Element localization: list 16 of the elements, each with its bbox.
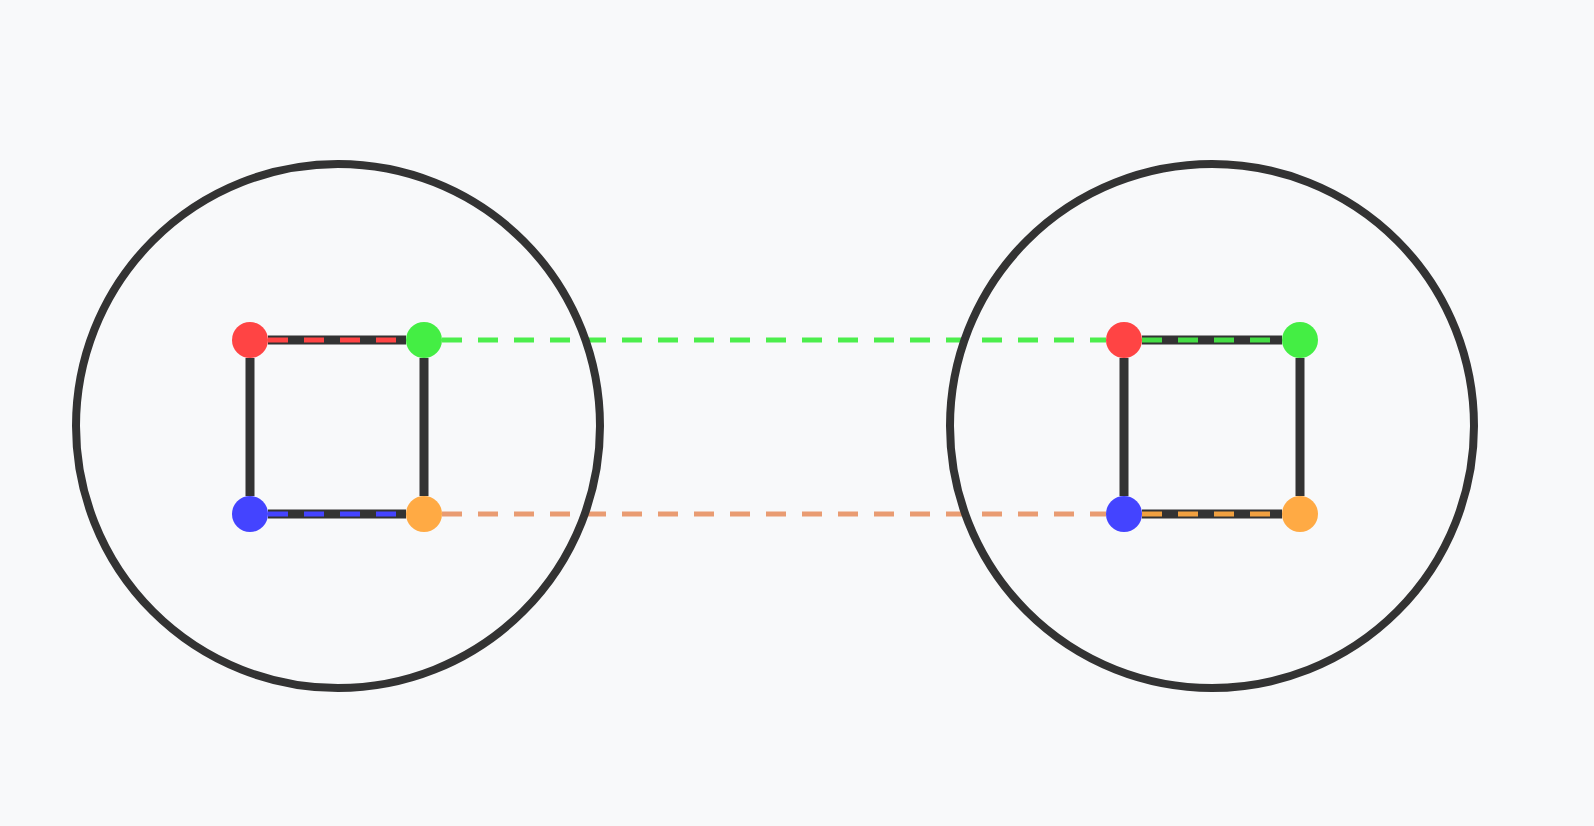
vertex-dot — [406, 322, 442, 358]
square-side — [419, 358, 429, 496]
square-side — [1295, 358, 1305, 496]
square-side — [1119, 358, 1129, 496]
vertex-dot — [1282, 322, 1318, 358]
vertex-dot — [232, 496, 268, 532]
vertex-dot — [1106, 496, 1142, 532]
circle-outline — [946, 160, 1478, 692]
vertex-dot — [406, 496, 442, 532]
vertex-dot — [1106, 322, 1142, 358]
vertex-dot — [232, 322, 268, 358]
circle-outline — [72, 160, 604, 692]
vertex-dot — [1282, 496, 1318, 532]
dashed-connector — [442, 511, 1106, 517]
square-side — [245, 358, 255, 496]
dashed-connector — [442, 337, 1106, 343]
